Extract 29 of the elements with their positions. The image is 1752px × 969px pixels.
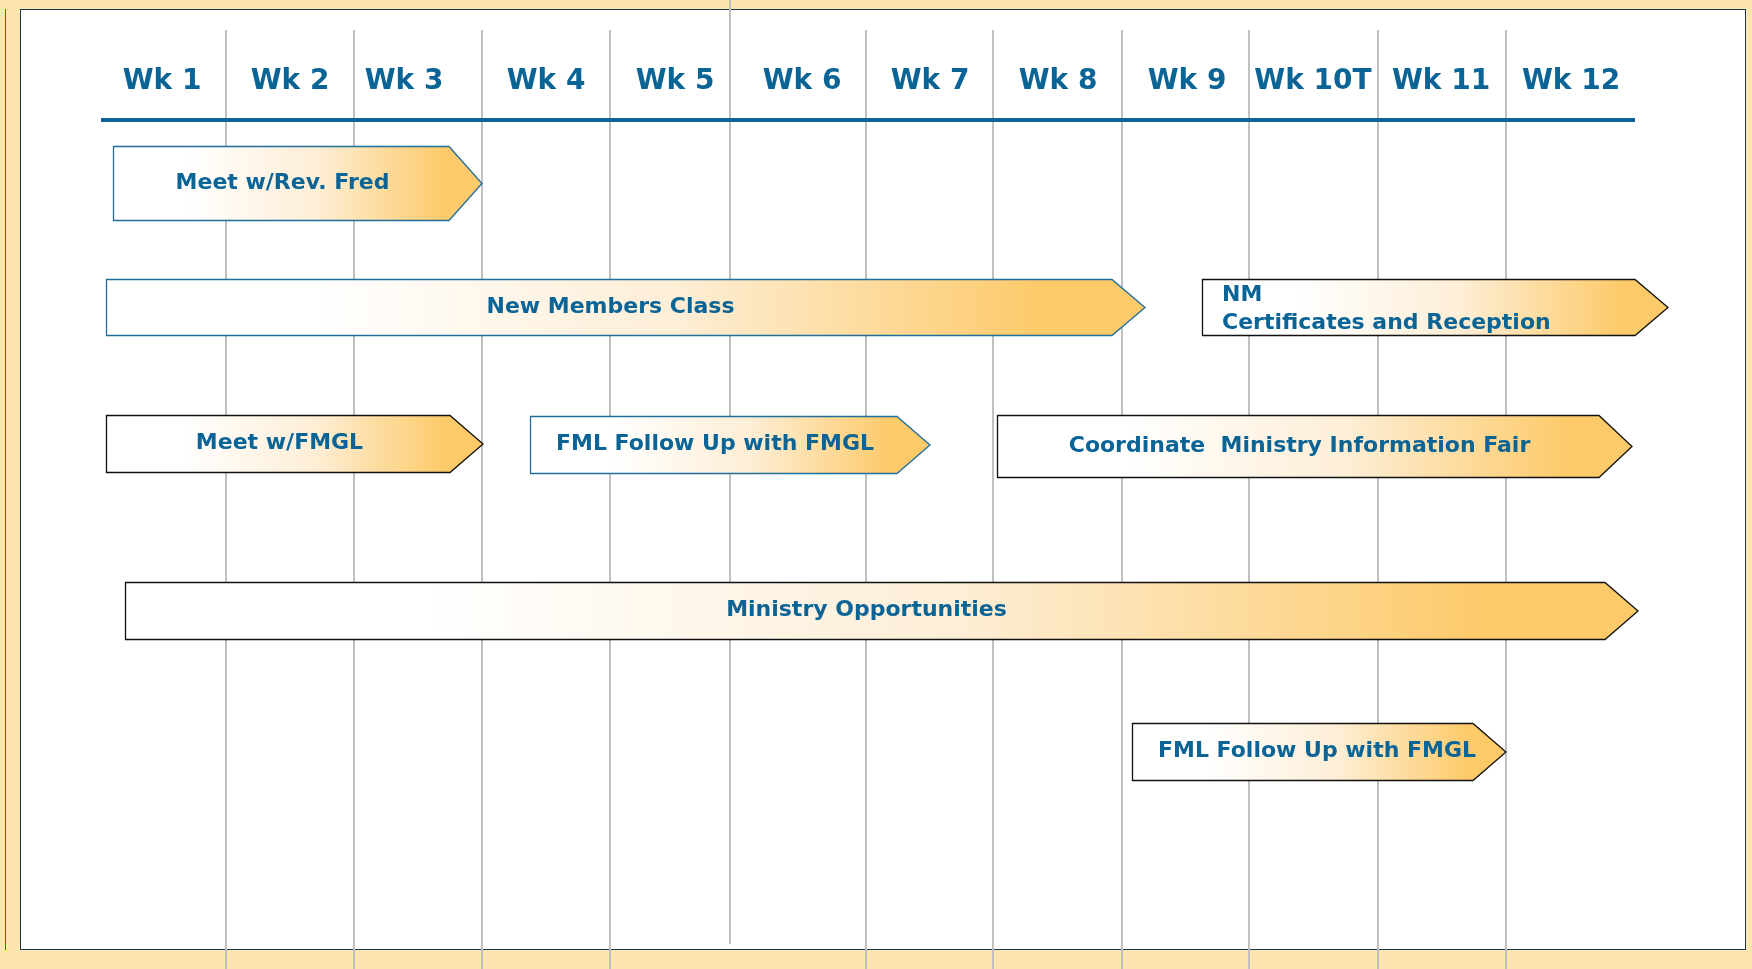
week-label: Wk 8 — [1018, 62, 1098, 96]
task-label: Meet w/Rev. Fred — [174, 167, 391, 196]
week-label: Wk 2 — [250, 62, 330, 96]
task-label: Certificates and Reception — [1222, 307, 1551, 336]
week-label: Wk 7 — [890, 62, 970, 96]
task-bar — [106, 415, 483, 473]
task-label: Ministry Opportunities — [725, 595, 1008, 623]
task-label: FML Follow Up with FMGL — [555, 429, 875, 457]
task-bar — [125, 582, 1638, 640]
task-label: NM — [1222, 279, 1263, 308]
task-label: FML Follow Up with FMGL — [1157, 736, 1477, 764]
week-label: Wk 9 — [1147, 62, 1227, 96]
week-label: Wk 12 — [1521, 62, 1621, 96]
task-bar — [530, 416, 930, 474]
task-bar — [1202, 279, 1668, 336]
week-label: Wk 4 — [506, 62, 586, 96]
week-label: Wk 11 — [1391, 62, 1491, 96]
week-label: Wk 5 — [635, 62, 715, 96]
week-label: Wk 10T — [1254, 62, 1372, 96]
task-bar — [106, 279, 1145, 336]
task-label: Coordinate Ministry Information Fair — [1067, 430, 1532, 459]
task-label: Meet w/FMGL — [194, 428, 365, 456]
week-label: Wk 1 — [122, 62, 202, 96]
task-label: New Members Class — [485, 291, 736, 320]
week-label: Wk 6 — [762, 62, 842, 96]
week-label: Wk 3 — [364, 62, 444, 96]
task-bar — [1132, 723, 1506, 781]
task-bar — [997, 415, 1632, 478]
task-bar — [113, 146, 482, 221]
